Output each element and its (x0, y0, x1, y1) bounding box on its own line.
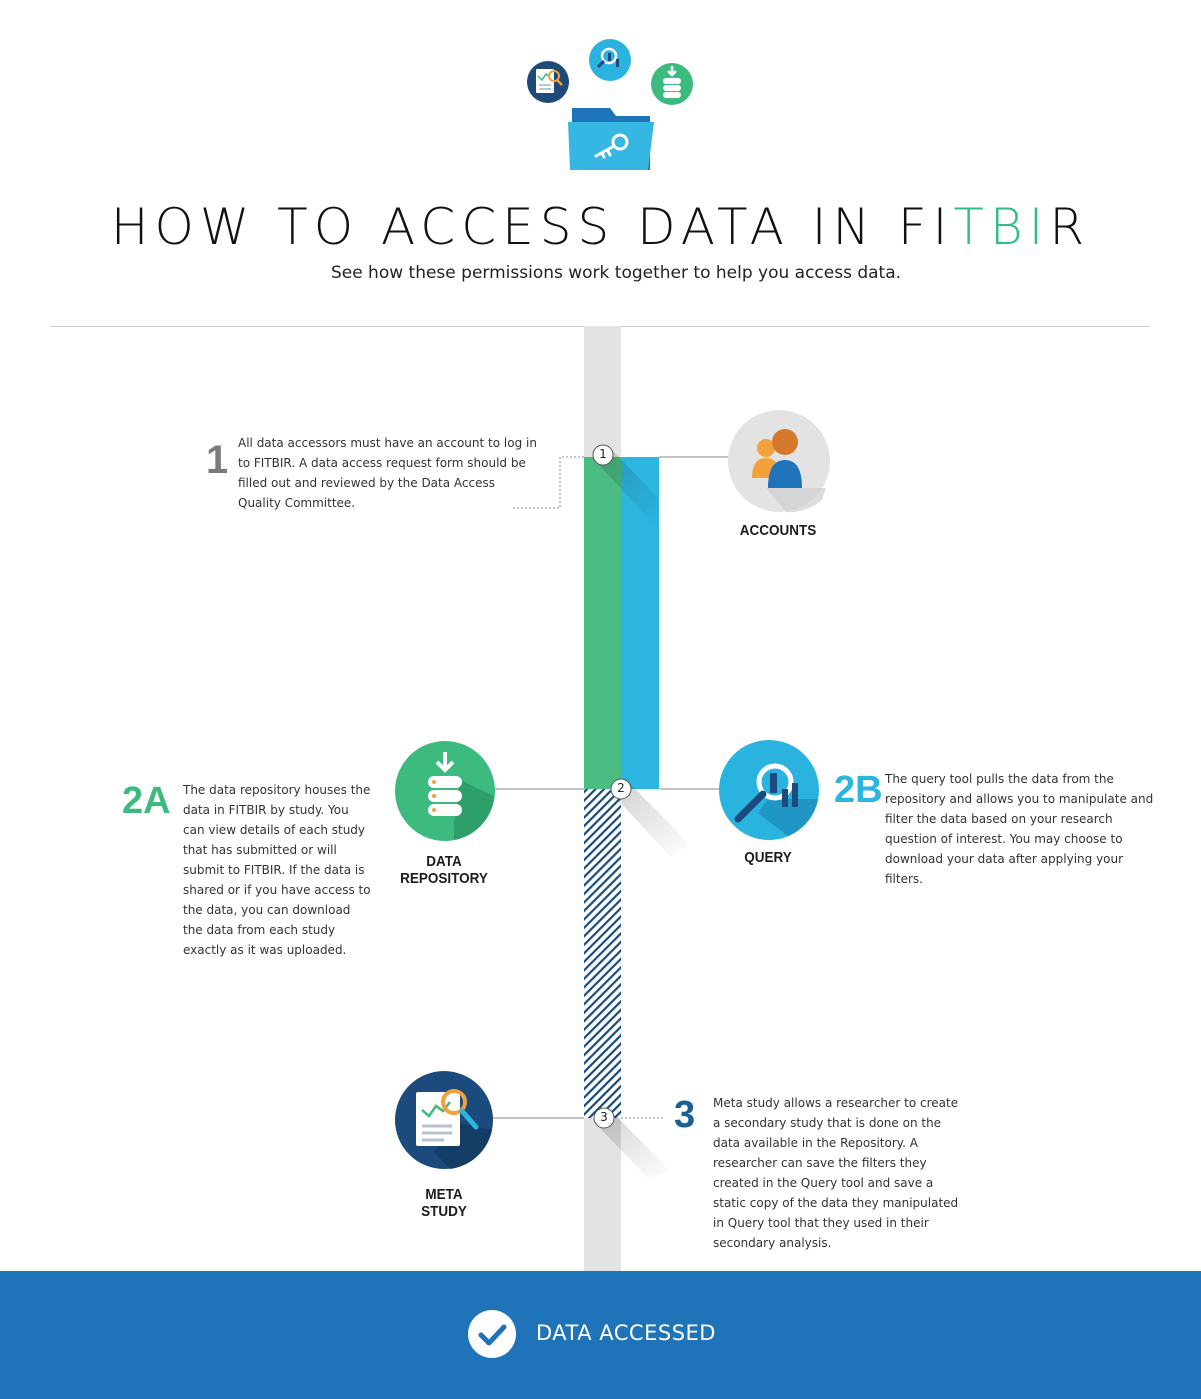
step-2b-description: The query tool pulls the data from the r… (885, 772, 1154, 886)
title-highlight: TBI (953, 198, 1050, 256)
step-1-number: 1 (206, 438, 229, 482)
query-icon (589, 39, 631, 81)
step-3-description: Meta study allows a researcher to create… (713, 1096, 959, 1250)
meta-study-label: META STUDY (390, 1186, 498, 1220)
step-marker-2-label: 2 (617, 781, 625, 795)
data-repository-icon (395, 741, 495, 841)
meta-study-icon (527, 61, 569, 103)
meta-study-icon (395, 1071, 493, 1169)
footer-banner (0, 1271, 1201, 1399)
step-2a-number: 2A (122, 780, 171, 822)
step-1-description: All data accessors must have an account … (238, 436, 537, 510)
folder-key-icon (568, 108, 654, 170)
page-title: HOW TO ACCESS DATA IN FITBIR (0, 198, 1201, 256)
title-part-1: HOW TO ACCESS DATA IN FI (110, 198, 954, 256)
data-repository-label-line-1: DATA (426, 853, 462, 870)
step-marker-2 (610, 778, 632, 800)
footer-text: DATA ACCESSED (536, 1321, 716, 1345)
query-icon (719, 740, 819, 840)
header-icon-cluster (527, 39, 693, 170)
data-repository-label: DATA REPOSITORY (390, 853, 498, 887)
data-repository-icon (651, 63, 693, 105)
step-marker-1 (592, 444, 614, 466)
timeline-hatched-bar (584, 789, 621, 1118)
page-subtitle: See how these permissions work together … (330, 263, 902, 283)
step-2a-description: The data repository houses the data in F… (183, 783, 371, 957)
title-part-2: R (1049, 198, 1091, 256)
meta-study-label-line-1: META (425, 1186, 463, 1203)
step-2b-number: 2B (834, 769, 883, 811)
query-label: QUERY (744, 849, 792, 866)
meta-study-label-line-2: STUDY (421, 1203, 467, 1220)
timeline-green-bar (584, 457, 621, 789)
data-repository-label-line-2: REPOSITORY (400, 870, 488, 887)
step-3-number: 3 (674, 1094, 696, 1136)
step-marker-3 (593, 1107, 615, 1129)
accounts-label: ACCOUNTS (739, 522, 817, 539)
accounts-icon (728, 410, 830, 513)
checkmark-icon (468, 1310, 516, 1358)
step-marker-1-label: 1 (599, 447, 607, 461)
step-marker-3-label: 3 (600, 1110, 608, 1124)
